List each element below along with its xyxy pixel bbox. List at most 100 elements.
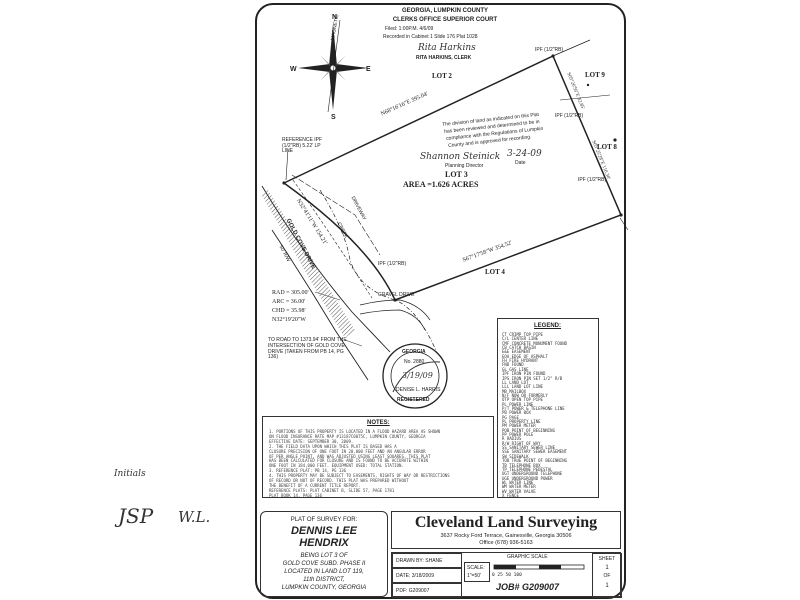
sheet-of: OF <box>603 573 611 579</box>
note-line: 3. REFERENCE PLAT: PB 14, PG 136 <box>269 468 347 474</box>
seal-number: No. 2880 <box>404 359 425 365</box>
legend-item: PL POWER LINE <box>502 401 534 407</box>
legend-item: TP TELEPHONE PEDESTAL <box>502 466 553 472</box>
legend-item: UGE UNDERGROUND POWER <box>502 475 553 481</box>
note-line: 4. THIS PROPERTY MAY BE SUBJECT TO EASEM… <box>269 473 450 479</box>
lot4-label: LOT 4 <box>485 268 505 276</box>
legend-item: WV WATER VALVE <box>502 488 536 494</box>
legend-item: X FENCE <box>502 492 519 498</box>
legend-item: OTP OPEN TOP PIPE <box>502 397 543 403</box>
legend-item: WM WATER METER <box>502 484 536 490</box>
lot3-label: LOT 3 <box>445 170 468 179</box>
legend-item: C/L CENTER LINE <box>502 336 539 342</box>
legend-title: LEGEND: <box>534 323 561 329</box>
compass-north: N <box>332 14 338 21</box>
legend-item: R RADIUS <box>502 436 522 442</box>
initials-signature-1: JSP <box>118 504 154 528</box>
curve-arc: ARC = 36.00' <box>272 299 306 305</box>
legend-item: PB POWER BOX <box>502 410 531 416</box>
drawn-by: DRAWN BY: SHANE <box>396 558 443 564</box>
compass-south: S <box>331 114 336 121</box>
curve-radius: RAD = 305.00' <box>272 290 309 296</box>
legend-item: SS SANITARY SEWER LINE <box>502 445 555 451</box>
stamp-filed: Filed: 1:00P.M. 4/6/09 <box>385 26 434 32</box>
stamp-line2: CLERKS OFFICE SUPERIOR COURT <box>392 17 498 23</box>
note-line: ON FLOOD INSURANCE RATE MAP #13187C0075C… <box>269 433 426 439</box>
legend-item: PM POWER METER <box>502 423 536 429</box>
clerk-signature: Rita Harkins <box>418 43 476 53</box>
scale-ticks: 0 25 50 100 <box>492 573 522 578</box>
notes-box: NOTES: 1. PORTIONS OF THIS PROPERTY IS L… <box>262 416 494 498</box>
legend-item: EOA EDGE OF ASPHALT <box>502 353 548 359</box>
note-line: OF PER ANGLE POINT, AND WAS ADJUSTED USI… <box>269 453 431 459</box>
legend-item: IPS IRON PIN SET 1/2" R/B <box>502 375 563 381</box>
plat-border <box>255 3 626 599</box>
company-name: Cleveland Land Surveying <box>414 514 598 531</box>
surveyor-seal <box>382 343 448 409</box>
compass-west: W <box>290 66 297 73</box>
plat-desc-5: LUMPKIN COUNTY, GEORGIA <box>281 585 367 591</box>
lot2-label: LOT 2 <box>432 72 452 80</box>
sheet-total: 1 <box>605 583 609 589</box>
ipf-label-4: IPF (1/2"RB) <box>378 261 407 267</box>
curve-chord: CHD = 35.98' <box>272 308 306 314</box>
legend-item: CT CRIMP TOP PIPE <box>502 332 543 337</box>
note-line: OF RECORD OR NOT OF RECORD. THIS PLAT WA… <box>269 478 409 483</box>
note-line: CLOSURE PRECISION OF ONE FOOT IN 20,000 … <box>269 448 426 454</box>
legend-item: CMF CONCRETE MONUMENT FOUND <box>502 340 568 346</box>
legend-item: TOB TRUE POINT OF BEGINNING <box>502 458 568 464</box>
note-line: EFFECTIVE DATE: SEPTEMBER 30, 2009. <box>269 438 354 444</box>
legend-item: POB POINT OF BEGINNING <box>502 427 555 433</box>
legend-item: WL WATER LINE <box>502 479 534 485</box>
plat-desc-3: LOCATED IN LAND LOT 119, <box>284 569 364 575</box>
sheet-label: SHEET <box>598 556 616 562</box>
curve-bearing: N32°19'20"W <box>272 317 306 323</box>
seal-name: DENISE L. HARRIS <box>396 387 441 393</box>
legend-item: LLL LAND LOT LINE <box>502 384 543 390</box>
notes-title: NOTES: <box>367 420 390 426</box>
owner-name-line1: DENNIS LEE <box>290 525 357 537</box>
legend-item: GL GAS LINE <box>502 366 529 372</box>
approval-date-signature: 3-24-09 <box>507 149 542 159</box>
north-arrow <box>298 19 368 113</box>
plat-date: DATE: 3/18/2009 <box>396 573 434 579</box>
plat-desc-2: GOLD COVE SUBD. PHASE II <box>282 561 366 567</box>
note-line: REFERENCE PLATS: PLAT CABINET B, SLIDE 5… <box>269 487 395 493</box>
ipf-label-1: IPF (1/2"RB) <box>535 47 564 53</box>
graphic-scale-label: GRAPHIC SCALE <box>507 554 548 560</box>
legend-item: P/T POWER & TELEPHONE LINE <box>502 405 565 411</box>
scale-label: SCALE: <box>467 565 485 571</box>
note-line: 2. THE FIELD DATA UPON WHICH THIS PLAT I… <box>269 443 397 449</box>
seal-ring-top: GEORGIA <box>402 349 426 355</box>
seal-ring-bottom: REGISTERED <box>397 397 430 403</box>
pdf-number: PDF: G209007 <box>396 588 430 594</box>
ipf-label-2: IPF (1/2"RB) <box>555 113 584 119</box>
legend-item: LL LAND LOT <box>502 379 529 385</box>
company-box: Cleveland Land Surveying 3637 Rocky Ford… <box>391 511 621 549</box>
road-hatch <box>262 190 355 338</box>
lot3-area: AREA =1.626 ACRES <box>403 180 479 189</box>
gravel-drive-label: GRAVEL DRIVE <box>378 292 415 298</box>
initials-label: Initials <box>114 469 146 479</box>
initials-signature-2: W.L. <box>178 508 211 526</box>
plat-for-heading: PLAT OF SURVEY FOR: <box>290 517 358 523</box>
scale-value: 1"=50' <box>467 573 481 579</box>
reference-pin-label: REFERENCE IPF (1/2"RB) 5.22' LP LINE <box>282 137 323 154</box>
plat-for-box: PLAT OF SURVEY FOR: DENNIS LEE HENDRIX B… <box>260 511 388 597</box>
compass-east: E <box>366 66 371 73</box>
stamp-recorded: Recorded in Cabinet 1 Slide 176 Plat 102… <box>383 34 478 40</box>
planning-director-signature: Shannon Steinick <box>420 152 501 162</box>
note-line: PLAT BOOK 14, PAGE 136 <box>269 492 322 498</box>
planning-director-title: Planning Director <box>445 163 484 169</box>
legend-item: N/F NOW OR FORMERLY <box>502 392 548 398</box>
plat-desc-1: BEING LOT 3 OF <box>300 553 348 559</box>
lot9-label: LOT 9 <box>585 71 605 79</box>
legend-item: SSE SANITARY SEWER EASEMENT <box>502 449 568 455</box>
road-reference-note: TO ROAD TO 1373.94' FROM THE INTERSECTIO… <box>268 337 347 361</box>
legend-item: PP POWER POLE <box>502 432 534 438</box>
legend-item: UGT UNDERGROUND TELEPHONE <box>502 471 563 477</box>
legend-item: FH FIRE HYDRANT <box>502 358 539 364</box>
company-address: 3637 Rocky Ford Terrace, Gainesville, Ge… <box>440 533 572 539</box>
legend-item: FND FOUND <box>502 362 524 368</box>
